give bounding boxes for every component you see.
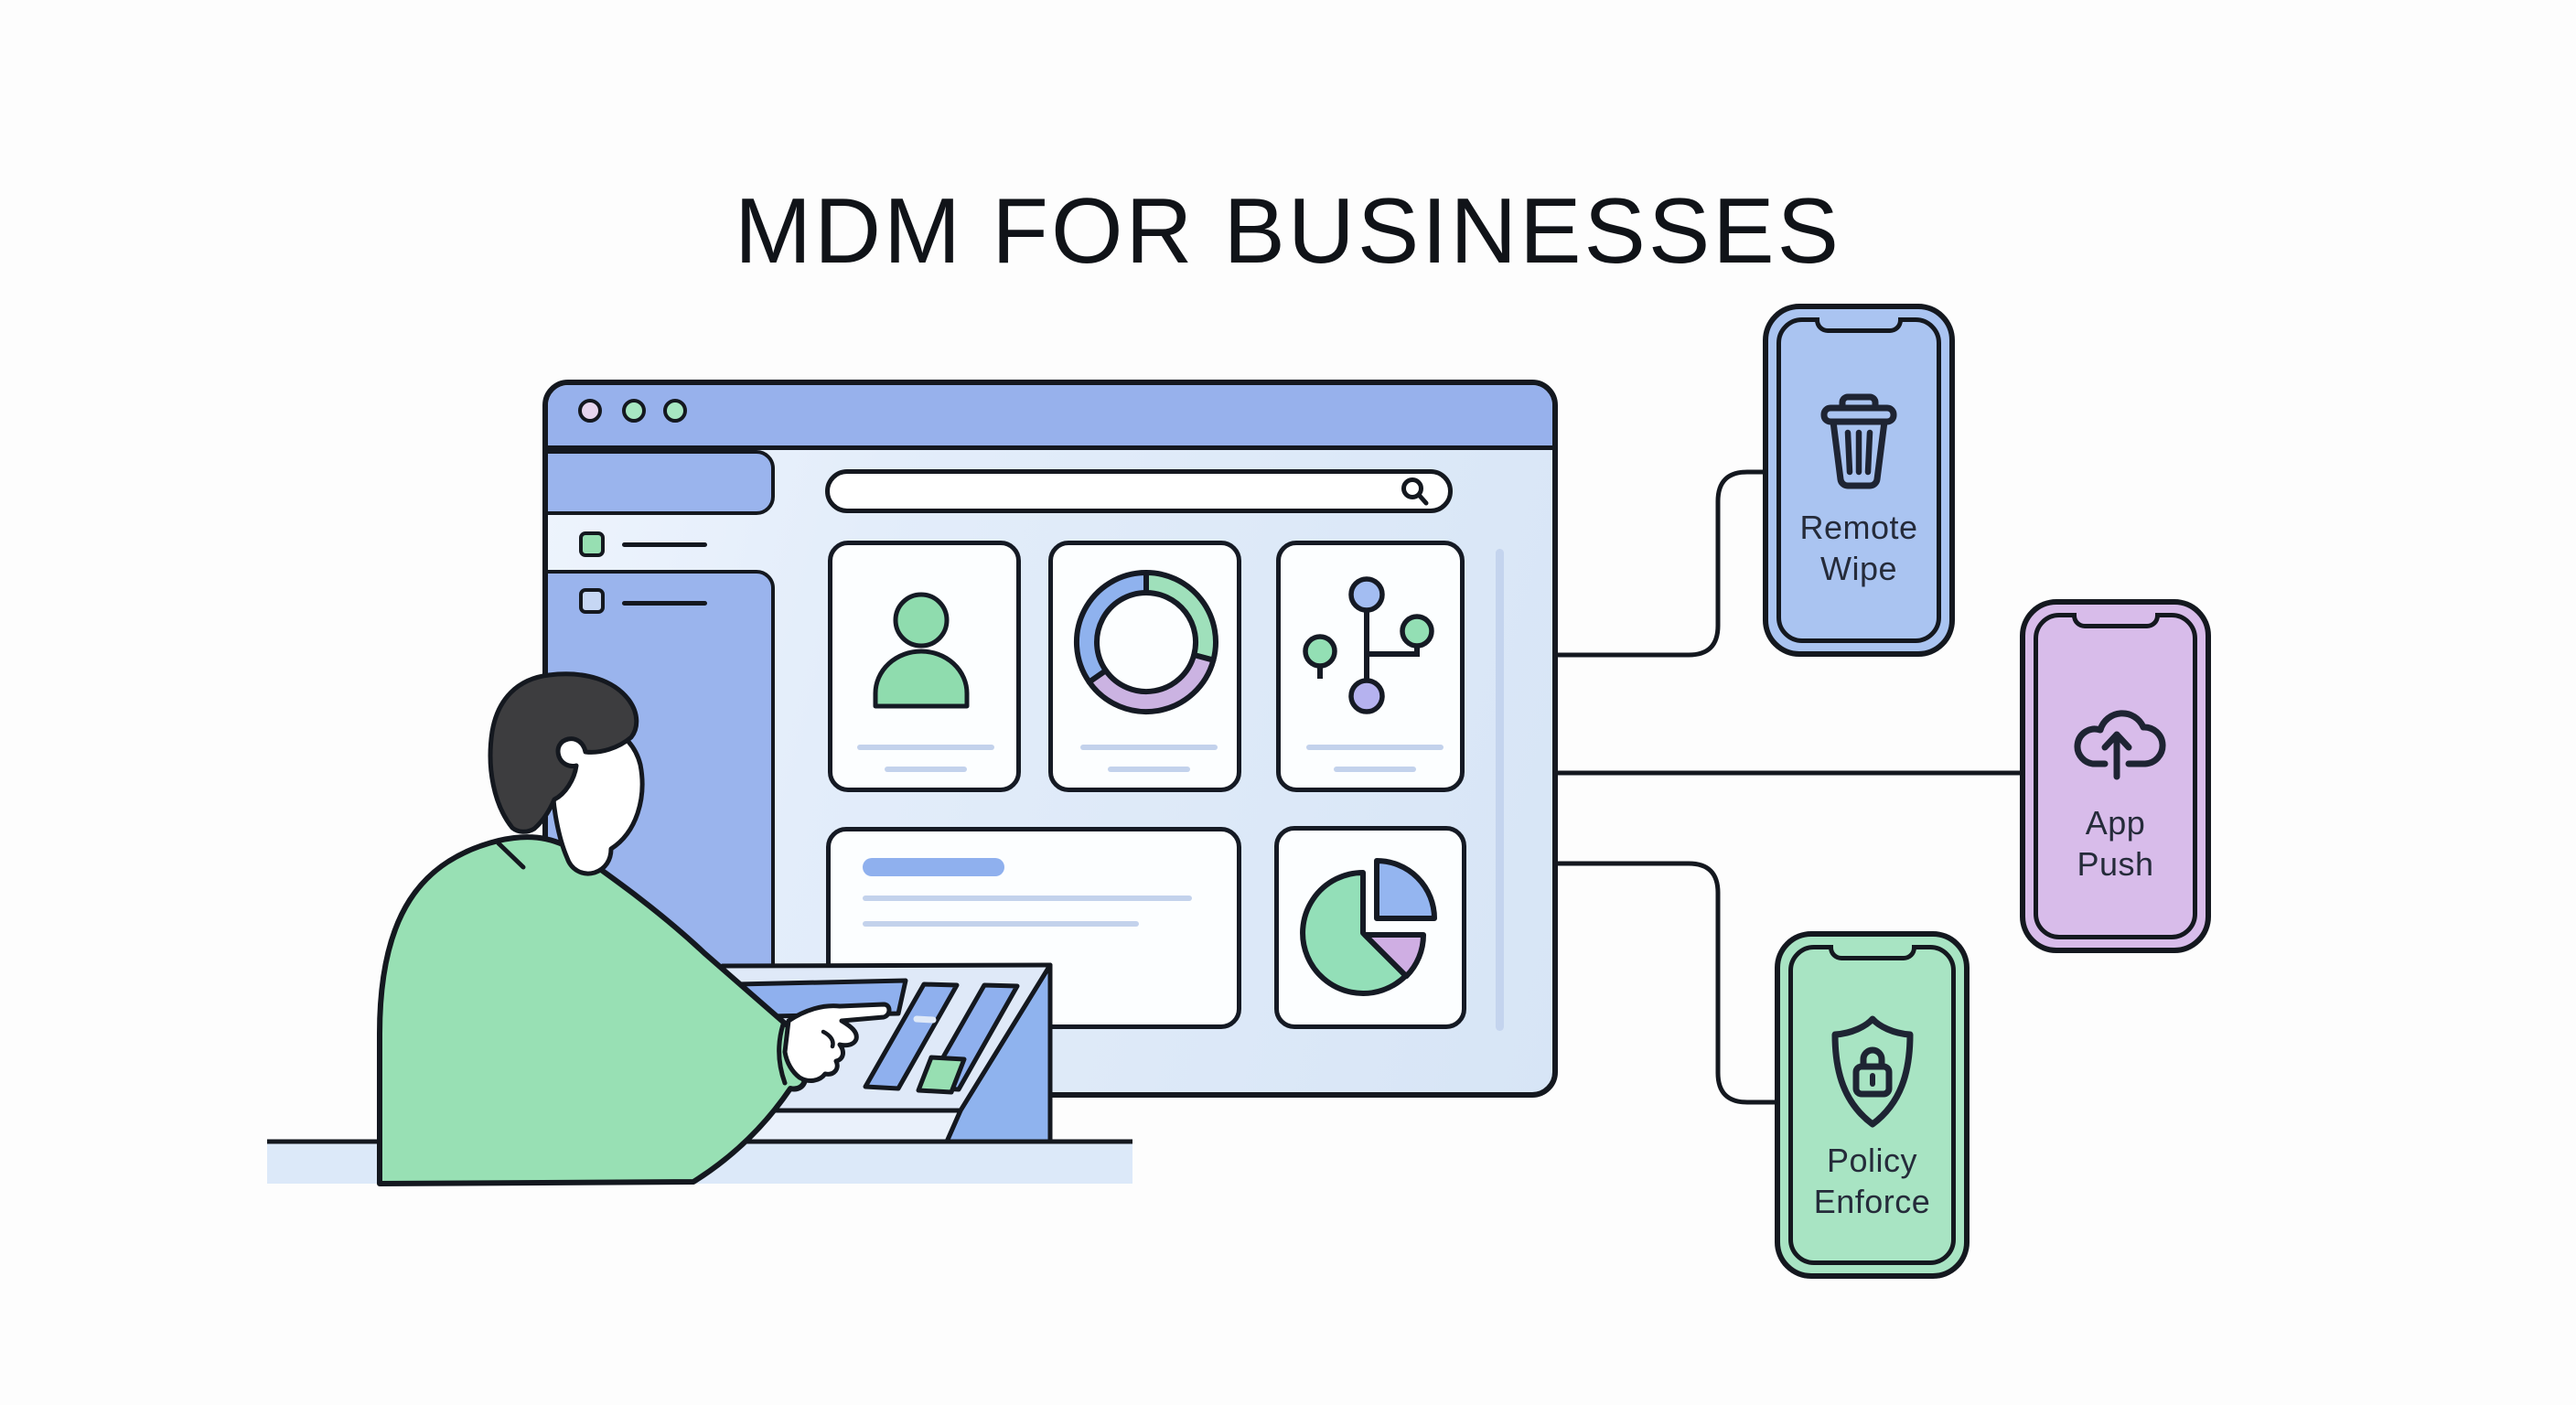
phone-app-push: App Push	[2020, 599, 2211, 953]
feature-label-line: Policy	[1826, 1142, 1918, 1179]
device-tree-card	[1276, 541, 1465, 792]
operator-person	[377, 671, 892, 1186]
donut-chart	[1074, 570, 1218, 715]
feature-label: App Push	[2025, 802, 2206, 885]
traffic-light-green-1	[622, 399, 646, 423]
feature-label: Policy Enforce	[1780, 1140, 1964, 1222]
feature-label-line: Push	[2077, 845, 2154, 883]
placeholder-line	[1334, 767, 1416, 772]
trash-icon	[1820, 393, 1897, 489]
device-tree	[1303, 576, 1434, 714]
phone-notch	[1828, 945, 1916, 960]
user-card	[828, 541, 1021, 792]
sidebar-item-active-label-line	[622, 542, 707, 547]
feature-label-line: Enforce	[1813, 1183, 1931, 1220]
person-collar-seam	[496, 841, 526, 870]
keyboard-green-key	[916, 1055, 967, 1095]
feature-label-line: Wipe	[1819, 550, 1898, 587]
phone-notch	[1815, 317, 1903, 333]
key-highlight	[913, 1015, 937, 1024]
window-titlebar	[548, 385, 1552, 450]
shield-lock-icon	[1831, 1015, 1913, 1128]
sidebar-item-blue-square-icon	[579, 588, 605, 614]
search-icon	[1401, 477, 1429, 506]
sidebar-item-label-line	[622, 601, 707, 606]
person-cuff-seam	[777, 1022, 788, 1086]
placeholder-line	[885, 767, 967, 772]
phone-notch	[2071, 613, 2160, 628]
connector-policy-enforce	[1555, 861, 1779, 1105]
admin-console-window	[542, 380, 1558, 1098]
search-bar	[825, 469, 1453, 513]
placeholder-line	[1108, 767, 1190, 772]
page-title: MDM FOR BUSINESSES	[734, 179, 1842, 283]
placeholder-line	[863, 896, 1192, 901]
feature-label-line: Remote	[1799, 509, 1918, 546]
feature-label: Remote Wipe	[1768, 507, 1949, 589]
keyboard-stripe-key	[863, 981, 960, 1091]
placeholder-line	[857, 745, 994, 750]
feature-label-line: App	[2085, 804, 2146, 842]
traffic-light-lavender	[578, 399, 602, 423]
person-hair	[488, 671, 639, 834]
sidebar-item-active-green-square-icon	[579, 531, 605, 557]
placeholder-line	[1306, 745, 1444, 750]
donut-chart-card	[1048, 541, 1241, 792]
sidebar-top-block	[548, 450, 775, 515]
title-pill	[863, 858, 1004, 876]
placeholder-line	[863, 921, 1139, 927]
cloud-upload-icon	[2074, 710, 2166, 780]
pie-chart	[1300, 858, 1437, 996]
user-avatar-icon	[873, 592, 970, 709]
person-thumb-curl	[821, 1029, 835, 1049]
person-hand-pointing	[782, 1002, 892, 1083]
placeholder-line	[1080, 745, 1218, 750]
connector-remote-wipe	[1555, 469, 1767, 658]
person-torso	[377, 834, 808, 1186]
scrollbar	[1496, 549, 1504, 1031]
phone-remote-wipe: Remote Wipe	[1763, 304, 1955, 657]
pie-chart-card	[1274, 826, 1466, 1029]
phone-policy-enforce: Policy Enforce	[1775, 931, 1970, 1279]
traffic-light-green-2	[663, 399, 687, 423]
